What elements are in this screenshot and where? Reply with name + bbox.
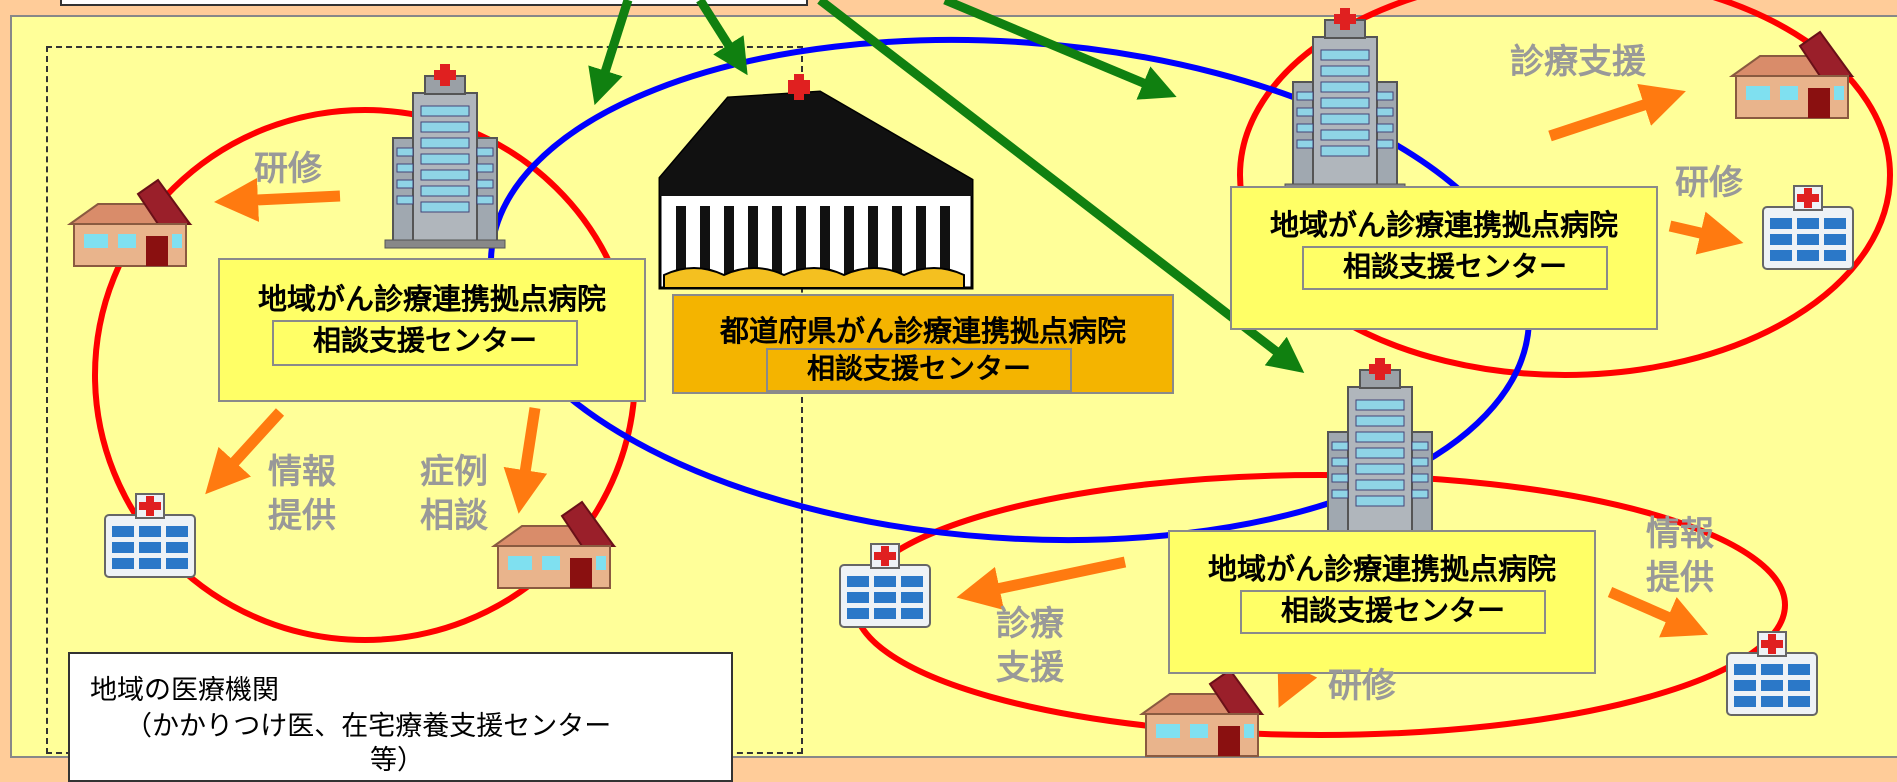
consultation-center-label: 相談支援センター <box>1302 246 1608 290</box>
label-training: 研修 <box>254 149 322 189</box>
regional-hospital-title: 地域がん診療連携拠点病院 <box>257 282 606 316</box>
clinic-icon <box>1762 185 1854 270</box>
support-arrow <box>503 407 548 514</box>
hospital-building-icon <box>1319 357 1441 543</box>
consultation-center-label: 相談支援センター <box>1240 590 1546 634</box>
prefecture-hospital-icon <box>658 74 974 290</box>
support-arrow <box>1607 586 1709 638</box>
support-arrow <box>1548 84 1686 142</box>
house-icon <box>1731 31 1853 119</box>
support-arrow <box>214 177 341 222</box>
label-training: 研修 <box>1675 163 1743 203</box>
house-icon <box>1141 669 1263 757</box>
prefecture-hospital-title: 都道府県がん診療連携拠点病院 <box>719 314 1126 348</box>
prefecture-arrow <box>696 0 748 76</box>
legend-line-3: 等） <box>370 745 424 776</box>
prefecture-arrow <box>817 0 1305 373</box>
prefecture-arrow <box>588 0 633 106</box>
label-info-2: 提供 <box>1646 558 1714 598</box>
regional-network-ellipse-top-right <box>1237 0 1893 378</box>
consultation-center-label: 相談支援センター <box>766 348 1072 392</box>
label-info-1: 情報 <box>1646 514 1714 554</box>
regional-hospital-title: 地域がん診療連携拠点病院 <box>1269 208 1618 242</box>
clinic-icon <box>839 543 931 628</box>
support-arrow <box>205 408 285 495</box>
legend-line-2: （かかりつけ医、在宅療養支援センター <box>125 711 612 742</box>
label-info-1: 情報 <box>268 452 336 492</box>
consultation-center-label: 相談支援センター <box>272 320 578 366</box>
regional-hospital-box-bottom-right: 地域がん診療連携拠点病院 相談支援センター <box>1168 530 1596 674</box>
label-case-2: 相談 <box>420 496 488 536</box>
legend-line-1: 地域の医療機関 <box>90 675 279 706</box>
support-arrow <box>1668 211 1744 255</box>
clinic-icon <box>104 493 196 578</box>
label-clinical-support: 診療支援 <box>1510 42 1646 82</box>
regional-hospital-box-top-right: 地域がん診療連携拠点病院 相談支援センター <box>1230 186 1658 330</box>
label-case-1: 症例 <box>420 452 488 492</box>
prefecture-arrow <box>943 0 1177 100</box>
support-arrow <box>956 556 1127 610</box>
clinic-icon <box>1726 631 1818 716</box>
label-training: 研修 <box>1328 666 1396 706</box>
prefecture-hospital-box: 都道府県がん診療連携拠点病院 相談支援センター <box>672 294 1174 394</box>
label-info-2: 提供 <box>268 496 336 536</box>
regional-hospital-title: 地域がん診療連携拠点病院 <box>1207 552 1556 586</box>
regional-hospital-box-left: 地域がん診療連携拠点病院 相談支援センター <box>218 258 646 402</box>
top-caption-box <box>60 0 808 6</box>
legend-box: 地域の医療機関 （かかりつけ医、在宅療養支援センター 等） <box>68 652 733 782</box>
hospital-building-icon <box>1284 7 1406 193</box>
hospital-building-icon <box>384 63 506 249</box>
label-support-1: 診療 <box>996 604 1064 644</box>
label-support-2: 支援 <box>996 648 1064 688</box>
